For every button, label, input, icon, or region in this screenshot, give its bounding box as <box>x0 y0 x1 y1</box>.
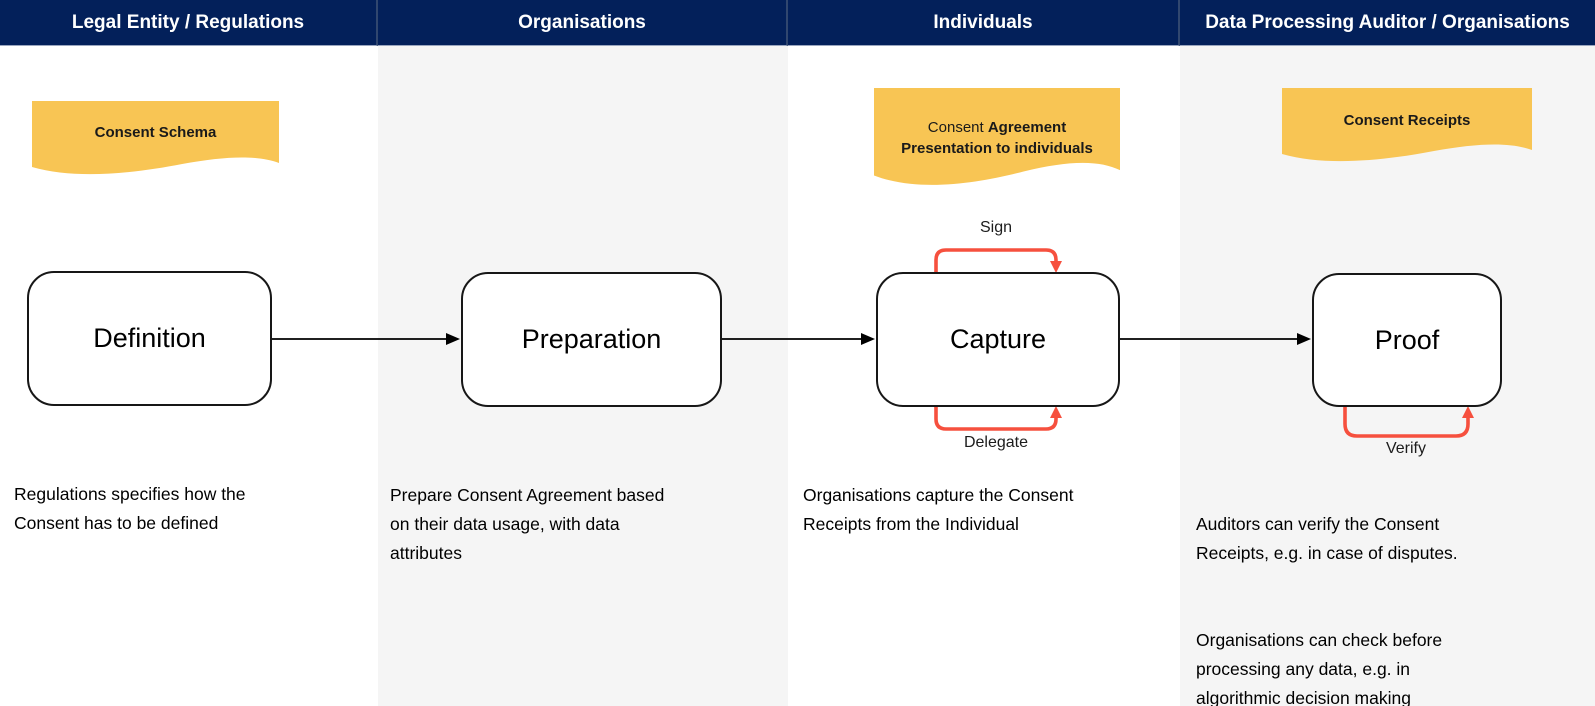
description-auditor-paragraph-1: Auditors can verify the Consent Receipts… <box>1196 514 1458 563</box>
note-shape-consent-schema <box>32 101 279 175</box>
lane-header-organisations-label: Organisations <box>518 11 646 33</box>
note-consent-schema: Consent Schema <box>32 101 279 163</box>
node-capture: Capture <box>876 272 1120 407</box>
description-auditor: Auditors can verify the Consent Receipts… <box>1196 481 1556 706</box>
node-definition-label: Definition <box>93 323 206 353</box>
description-organisations: Prepare Consent Agreement based on their… <box>390 485 665 563</box>
note-consent-schema-label: Consent Schema <box>94 123 217 141</box>
node-definition: Definition <box>27 271 272 406</box>
description-auditor-paragraph-2: Organisations can check before processin… <box>1196 630 1443 706</box>
node-preparation: Preparation <box>461 272 722 407</box>
lane-header-auditor-label: Data Processing Auditor / Organisations <box>1205 11 1570 33</box>
node-preparation-label: Preparation <box>521 324 662 354</box>
note-consent-agreement-line1-regular: Consent <box>927 119 988 136</box>
note-consent-agreement-line1-bold: Agreement <box>987 119 1067 136</box>
node-proof: Proof <box>1312 273 1502 407</box>
note-shape-consent-receipts <box>1282 88 1532 162</box>
verify-label: Verify <box>1385 440 1426 457</box>
lane-header-organisations: Organisations <box>378 0 788 46</box>
lane-header-auditor: Data Processing Auditor / Organisations <box>1180 0 1595 46</box>
lane-header-legal-entity: Legal Entity / Regulations <box>0 0 378 46</box>
note-consent-agreement-line2: Presentation to individuals <box>901 140 1093 157</box>
lane-header-individuals: Individuals <box>788 0 1180 46</box>
sign-label: Sign <box>979 219 1013 236</box>
note-consent-agreement-line1: Consent Agreement <box>928 117 1066 138</box>
note-consent-agreement: Consent Agreement Presentation to indivi… <box>874 88 1120 188</box>
note-shape-consent-agreement <box>874 88 1120 185</box>
lane-header-individuals-label: Individuals <box>933 11 1033 33</box>
description-legal-entity: Regulations specifies how the Consent ha… <box>14 484 246 533</box>
node-capture-label: Capture <box>949 324 1047 354</box>
lane-header-legal-entity-label: Legal Entity / Regulations <box>71 11 305 33</box>
note-consent-receipts-label: Consent Receipts <box>1343 111 1471 129</box>
description-individuals: Organisations capture the Consent Receip… <box>803 485 1074 534</box>
node-proof-label: Proof <box>1374 324 1440 355</box>
note-consent-receipts: Consent Receipts <box>1282 88 1532 152</box>
delegate-label: Delegate <box>963 434 1029 451</box>
